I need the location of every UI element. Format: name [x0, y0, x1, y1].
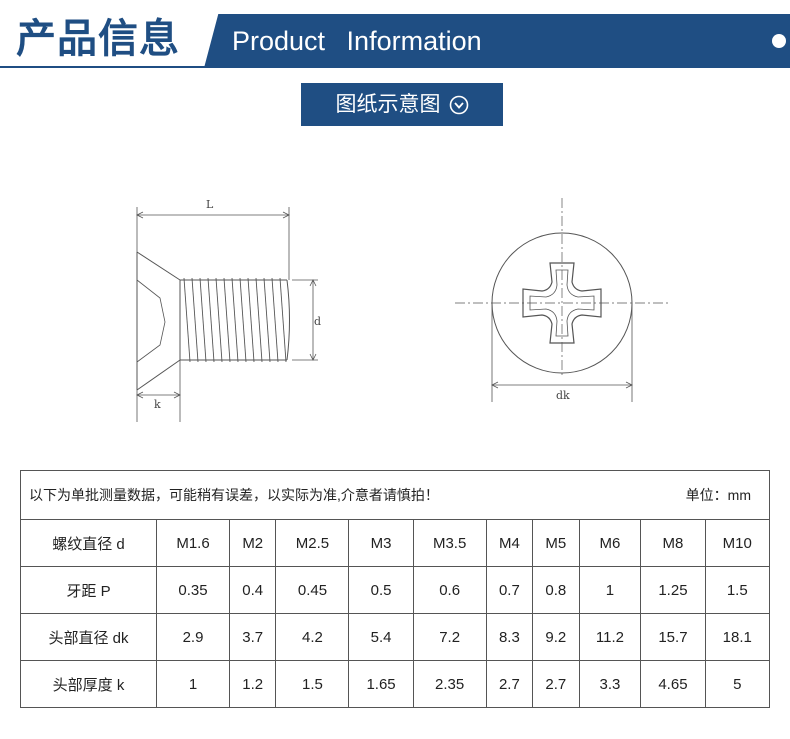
- table-cell: M2: [229, 519, 277, 567]
- table-cell: 18.1: [704, 613, 771, 661]
- table-cell: 1: [155, 660, 231, 708]
- table-cell: 0.5: [348, 566, 414, 614]
- table-cell: M6: [578, 519, 642, 567]
- table-cell: M8: [640, 519, 706, 567]
- table-cell: 1.5: [275, 660, 350, 708]
- banner-underline: [0, 66, 790, 68]
- table-cell: 0.4: [229, 566, 277, 614]
- row-label: 头部厚度 k: [20, 660, 157, 708]
- row-label: 螺纹直径 d: [20, 519, 157, 567]
- table-cell: M3: [348, 519, 414, 567]
- table-note-row: 以下为单批测量数据，可能稍有误差，以实际为准,介意者请慎拍！ 单位：mm: [20, 470, 770, 520]
- row-label: 牙距 P: [20, 566, 157, 614]
- table-cell: 4.65: [640, 660, 706, 708]
- screw-drawing: L d k dk: [136, 198, 670, 422]
- table-cell: 0.6: [412, 566, 487, 614]
- spec-table: 以下为单批测量数据，可能稍有误差，以实际为准,介意者请慎拍！ 单位：mm 螺纹直…: [20, 470, 771, 708]
- table-unit: 单位：mm: [685, 487, 751, 503]
- table-cell: 2.7: [532, 660, 580, 708]
- table-cell: M5: [532, 519, 580, 567]
- dimension-d-label: d: [314, 315, 321, 328]
- header-banner: 产品信息 Product Information: [0, 0, 790, 68]
- table-cell: 1.25: [640, 566, 706, 614]
- table-cell: 3.3: [578, 660, 642, 708]
- side-view: [136, 207, 318, 422]
- table-note: 以下为单批测量数据，可能稍有误差，以实际为准,介意者请慎拍！: [29, 487, 439, 503]
- table-cell: 8.3: [485, 613, 534, 661]
- banner-dot: [772, 34, 786, 48]
- table-row: 牙距 P 0.35 0.4 0.45 0.5 0.6 0.7 0.8 1 1.2…: [20, 566, 771, 614]
- table-cell: 7.2: [412, 613, 487, 661]
- section-label-text: 图纸示意图: [335, 92, 441, 116]
- top-view: [455, 198, 670, 402]
- table-note-cell: 以下为单批测量数据，可能稍有误差，以实际为准,介意者请慎拍！ 单位：mm: [20, 470, 770, 520]
- header-title-en: Product Information: [232, 26, 482, 56]
- table-row: 螺纹直径 d M1.6 M2 M2.5 M3 M3.5 M4 M5 M6 M8 …: [20, 519, 771, 567]
- table-cell: 5.4: [348, 613, 414, 661]
- section-label: 图纸示意图: [301, 83, 503, 126]
- table-cell: 11.2: [578, 613, 642, 661]
- table-cell: 2.35: [412, 660, 487, 708]
- table-cell: 0.7: [485, 566, 534, 614]
- table-cell: 0.8: [532, 566, 580, 614]
- dimension-k-label: k: [154, 398, 161, 411]
- chevron-down-circle-icon: [449, 95, 468, 114]
- table-cell: M3.5: [412, 519, 487, 567]
- table-cell: M1.6: [155, 519, 231, 567]
- table-cell: M4: [485, 519, 534, 567]
- table-cell: 3.7: [229, 613, 277, 661]
- header-title-cn: 产品信息: [16, 16, 180, 62]
- table-row: 头部厚度 k 1 1.2 1.5 1.65 2.35 2.7 2.7 3.3 4…: [20, 660, 771, 708]
- table-cell: 15.7: [640, 613, 706, 661]
- table-cell: 0.45: [275, 566, 350, 614]
- table-cell: 1.2: [229, 660, 277, 708]
- row-label: 头部直径 dk: [20, 613, 157, 661]
- table-cell: M2.5: [275, 519, 350, 567]
- table-cell: 1: [578, 566, 642, 614]
- table-cell: 2.7: [485, 660, 534, 708]
- table-cell: M10: [704, 519, 771, 567]
- dimension-dk-label: dk: [556, 389, 570, 402]
- table-cell: 0.35: [155, 566, 231, 614]
- banner-title-box: [0, 0, 222, 68]
- table-cell: 1.65: [348, 660, 414, 708]
- table-cell: 9.2: [532, 613, 580, 661]
- table-row: 头部直径 dk 2.9 3.7 4.2 5.4 7.2 8.3 9.2 11.2…: [20, 613, 771, 661]
- table-cell: 2.9: [155, 613, 231, 661]
- table-cell: 5: [704, 660, 771, 708]
- dimension-L-label: L: [206, 198, 214, 211]
- table-cell: 1.5: [704, 566, 771, 614]
- table-cell: 4.2: [275, 613, 350, 661]
